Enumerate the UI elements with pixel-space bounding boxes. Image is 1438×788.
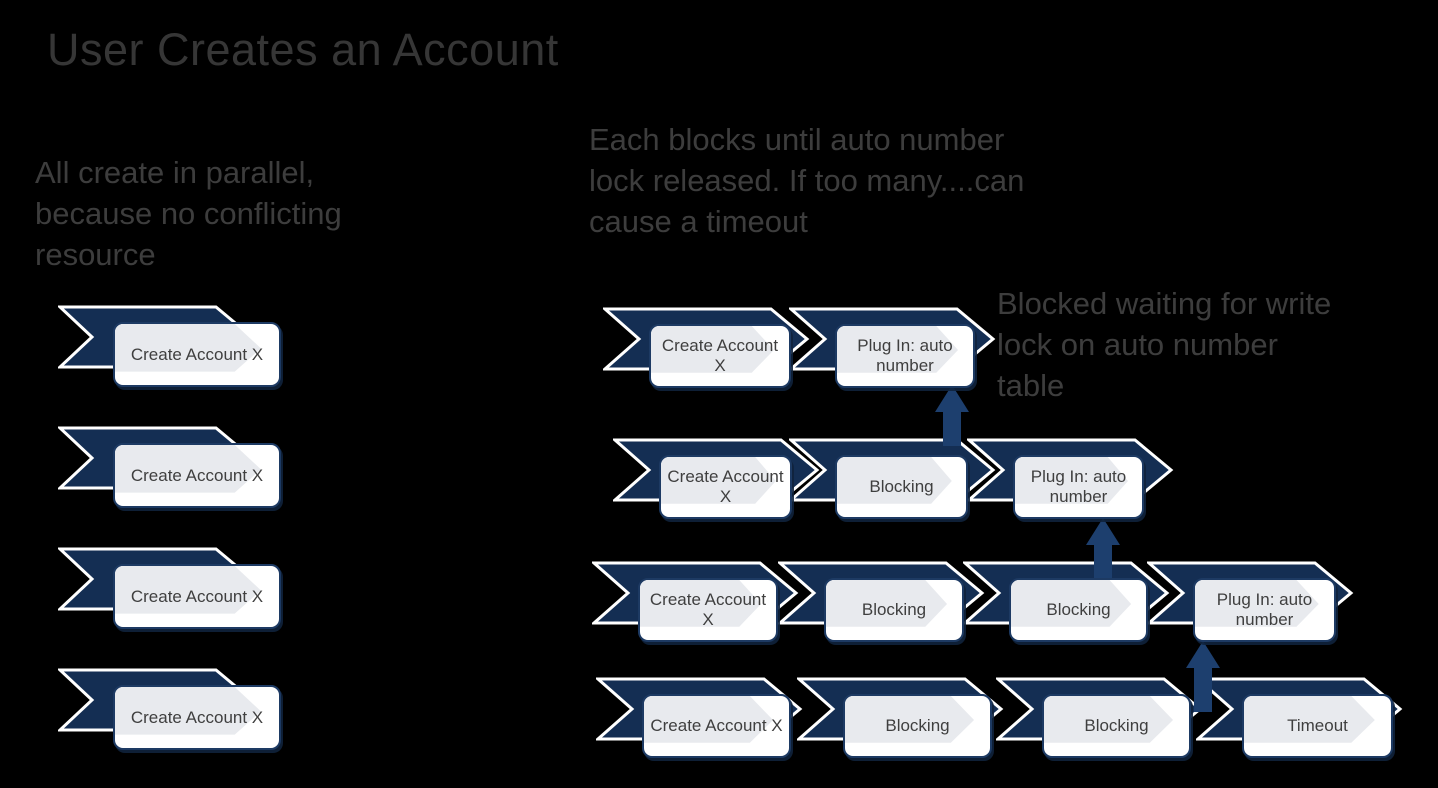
note-line: Each blocks until auto number [589, 122, 1005, 157]
step-box: Create Account X [113, 322, 281, 387]
step-label: Plug In: auto number [1216, 590, 1313, 629]
step-box: Create Account X [649, 324, 791, 388]
step-label: Blocking [1084, 716, 1149, 735]
step-create-account: Create Account X [58, 668, 358, 768]
note-line: resource [35, 237, 156, 272]
step-box: Blocking [835, 455, 968, 519]
note-line: because no conflicting [35, 196, 342, 231]
step-create-account: Create Account X [613, 438, 913, 538]
inner-arrow-icon [1011, 580, 1132, 627]
inner-arrow-icon [837, 457, 952, 504]
up-arrow-icon [1086, 518, 1120, 586]
step-box: Plug In: auto number [1193, 578, 1336, 642]
step-box: Create Account X [113, 685, 281, 750]
step-label: Create Account X [130, 344, 264, 364]
up-arrow-icon [1186, 641, 1220, 712]
step-create-account: Create Account X [596, 677, 896, 777]
step-plugin-auto-number: Plug In: auto number [789, 307, 1089, 407]
note-line: cause a timeout [589, 204, 808, 239]
step-box: Blocking [824, 578, 964, 642]
step-blocking: Blocking [789, 438, 1089, 538]
step-label: Create Account X [130, 707, 264, 727]
step-label: Timeout [1287, 716, 1348, 735]
inner-arrow-icon [661, 457, 776, 504]
step-label: Blocking [869, 477, 934, 496]
step-label: Create Account X [661, 336, 779, 375]
inner-arrow-icon [845, 696, 975, 743]
step-label: Plug In: auto number [1030, 467, 1127, 506]
step-box: Blocking [1009, 578, 1148, 642]
inner-arrow-icon [826, 580, 948, 627]
note-line: table [997, 368, 1065, 403]
inner-arrow-icon [115, 445, 261, 493]
step-box: Blocking [843, 694, 992, 758]
step-create-account: Create Account X [603, 307, 903, 407]
step-create-account: Create Account X [58, 547, 358, 647]
inner-arrow-icon [651, 326, 774, 373]
step-label: Plug In: auto number [857, 336, 953, 375]
note-blocks-until-timeout: Each blocks until auto number lock relea… [589, 119, 1024, 242]
inner-arrow-icon [640, 580, 762, 627]
inner-arrow-icon [115, 324, 261, 372]
step-label: Blocking [885, 716, 950, 735]
step-box: Create Account X [659, 455, 792, 519]
note-line: Blocked waiting for write [997, 286, 1332, 321]
step-blocking: Blocking [778, 561, 1078, 661]
step-blocking: Blocking [797, 677, 1097, 777]
step-plugin-auto-number: Plug In: auto number [1147, 561, 1438, 661]
step-box: Create Account X [113, 443, 281, 508]
step-label: Blocking [1046, 600, 1111, 619]
step-box: Create Account X [638, 578, 778, 642]
step-create-account: Create Account X [58, 426, 358, 526]
note-all-create-parallel: All create in parallel, because no confl… [35, 152, 342, 275]
step-box: Timeout [1242, 694, 1393, 758]
step-box: Create Account X [642, 694, 791, 758]
step-create-account: Create Account X [58, 305, 358, 405]
step-box: Blocking [1042, 694, 1191, 758]
step-label: Create Account X [650, 716, 783, 735]
step-label: Create Account X [130, 586, 264, 606]
step-box: Plug In: auto number [835, 324, 975, 388]
step-label: Blocking [861, 600, 927, 619]
step-box: Plug In: auto number [1013, 455, 1144, 519]
inner-arrow-icon [644, 696, 774, 743]
inner-arrow-icon [1195, 580, 1319, 627]
up-arrow-icon [935, 385, 969, 446]
note-blocked-waiting-write-lock: Blocked waiting for write lock on auto n… [997, 283, 1331, 406]
step-timeout: Timeout [1196, 677, 1438, 777]
step-label: Create Account X [649, 590, 767, 629]
step-blocking: Blocking [996, 677, 1296, 777]
slide-title: User Creates an Account [47, 24, 559, 75]
step-plugin-auto-number: Plug In: auto number [967, 438, 1267, 538]
inner-arrow-icon [837, 326, 959, 373]
note-line: lock released. If too many....can [589, 163, 1025, 198]
step-label: Create Account X [130, 465, 264, 485]
note-line: All create in parallel, [35, 155, 315, 190]
step-box: Create Account X [113, 564, 281, 629]
step-create-account: Create Account X [592, 561, 892, 661]
step-blocking: Blocking [963, 561, 1263, 661]
inner-arrow-icon [115, 687, 261, 735]
inner-arrow-icon [1015, 457, 1129, 504]
step-label: Create Account X [667, 467, 784, 506]
inner-arrow-icon [1244, 696, 1375, 743]
inner-arrow-icon [1044, 696, 1174, 743]
note-line: lock on auto number [997, 327, 1278, 362]
inner-arrow-icon [115, 566, 261, 614]
